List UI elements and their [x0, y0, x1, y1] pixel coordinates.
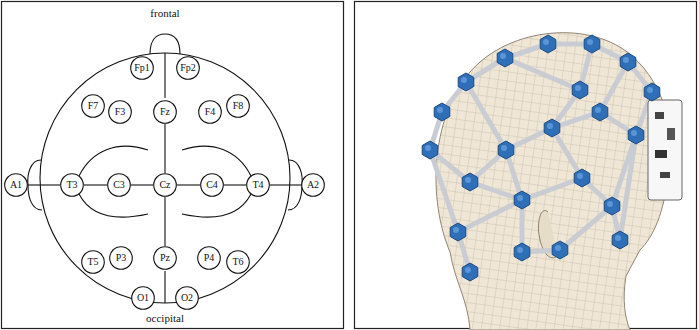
- electrode-line: [224, 184, 246, 185]
- electrode-circle: Fp1: [130, 56, 154, 80]
- orientation-label: frontal: [148, 7, 181, 19]
- electrode-circle: Fz: [153, 100, 177, 124]
- electrode-circle: T5: [81, 250, 105, 274]
- electrode-line: [28, 184, 60, 185]
- electrode-label: O1: [131, 286, 155, 310]
- electrode-label: T3: [60, 173, 84, 197]
- electrode-label: A2: [301, 173, 325, 197]
- orientation-label: occipital: [144, 312, 186, 324]
- electrode-line: [177, 184, 200, 185]
- electrode-label: P4: [197, 246, 221, 270]
- electrode-circle: A2: [301, 173, 325, 197]
- electrode-circle: C4: [200, 173, 224, 197]
- electrode-line: [84, 184, 107, 185]
- electrode-label: Cz: [153, 173, 177, 197]
- electrode-circle: P3: [109, 246, 133, 270]
- electrode-circle: T3: [60, 173, 84, 197]
- electrode-label: F8: [226, 94, 250, 118]
- electrode-circle: T4: [246, 173, 270, 197]
- electrode-label: F4: [198, 100, 222, 124]
- electrode-circle: T6: [226, 250, 250, 274]
- electrode-circle: O2: [175, 286, 199, 310]
- electrode-pods: [422, 35, 660, 281]
- circuit-board: [648, 100, 682, 200]
- electrode-label: O2: [175, 286, 199, 310]
- headset-frame: [430, 44, 652, 272]
- electrode-label: C3: [107, 173, 131, 197]
- eeg-headset-illustration: [422, 33, 682, 330]
- electrode-label: A1: [4, 173, 28, 197]
- electrode-label: P3: [109, 246, 133, 270]
- electrode-circle: Fp2: [176, 56, 200, 80]
- electrode-circle: P4: [197, 246, 221, 270]
- electrode-label: F3: [108, 100, 132, 124]
- electrode-line: [270, 184, 301, 185]
- electrode-label: Fp2: [176, 56, 200, 80]
- electrode-label: F7: [81, 94, 105, 118]
- electrode-line: [164, 124, 165, 173]
- panel-frame: [2, 2, 344, 329]
- electrode-line: [131, 184, 153, 185]
- electrode-label: Fp1: [130, 56, 154, 80]
- electrode-circle: F4: [198, 100, 222, 124]
- electrode-circle: F7: [81, 94, 105, 118]
- electrode-label: T6: [226, 250, 250, 274]
- electrode-circle: F3: [108, 100, 132, 124]
- electrode-label: Fz: [153, 100, 177, 124]
- electrode-label: T4: [246, 173, 270, 197]
- electrode-circle: C3: [107, 173, 131, 197]
- electrode-label: C4: [200, 173, 224, 197]
- electrode-circle: A1: [4, 173, 28, 197]
- electrode-label: Pz: [153, 246, 177, 270]
- head-outline: [28, 34, 302, 303]
- electrode-circle: O1: [131, 286, 155, 310]
- electrode-circle: F8: [226, 94, 250, 118]
- electrode-line: [164, 197, 165, 246]
- electrode-circle: Pz: [153, 246, 177, 270]
- electrode-label: T5: [81, 250, 105, 274]
- electrode-circle: Cz: [153, 173, 177, 197]
